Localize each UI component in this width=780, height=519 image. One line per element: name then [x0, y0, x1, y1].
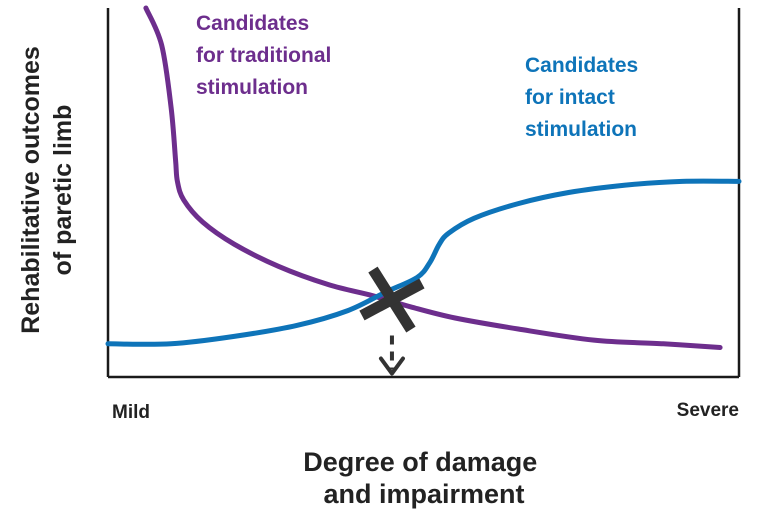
y-axis-title: Rehabilitative outcomes of paretic limb [17, 46, 77, 334]
x-marker-stroke [359, 278, 425, 321]
axes [106, 8, 741, 379]
y-axis-title-line: Rehabilitative outcomes [17, 46, 45, 334]
series-line-intact-stimulation [105, 178, 742, 347]
x-tick-labels: Mild Severe [112, 400, 739, 423]
x-tick-label-mild: Mild [112, 402, 150, 423]
series-label-line: Candidates [196, 12, 309, 35]
series-label-line: for intact [525, 86, 615, 109]
x-tick-label-severe: Severe [677, 400, 739, 421]
crossover-marker [359, 266, 425, 376]
series-label-line: stimulation [525, 118, 637, 141]
series-label-line: for traditional [196, 44, 331, 67]
x-axis-title-line: and impairment [323, 479, 524, 509]
x-axis-title: Degree of damage and impairment [303, 447, 545, 509]
y-axis-title-line: of paretic limb [49, 105, 77, 276]
series-lines [105, 5, 742, 350]
series-label-traditional: Candidates for traditional stimulation [196, 12, 337, 99]
series-line-traditional-stimulation [143, 5, 723, 350]
x-axis-title-line: Degree of damage [303, 447, 537, 477]
dashed-arrow-head [378, 356, 405, 376]
series-label-line: Candidates [525, 54, 638, 77]
series-label-line: stimulation [196, 76, 308, 99]
series-labels: Candidates for traditional stimulation C… [196, 12, 644, 141]
series-label-intact: Candidates for intact stimulation [525, 54, 644, 141]
